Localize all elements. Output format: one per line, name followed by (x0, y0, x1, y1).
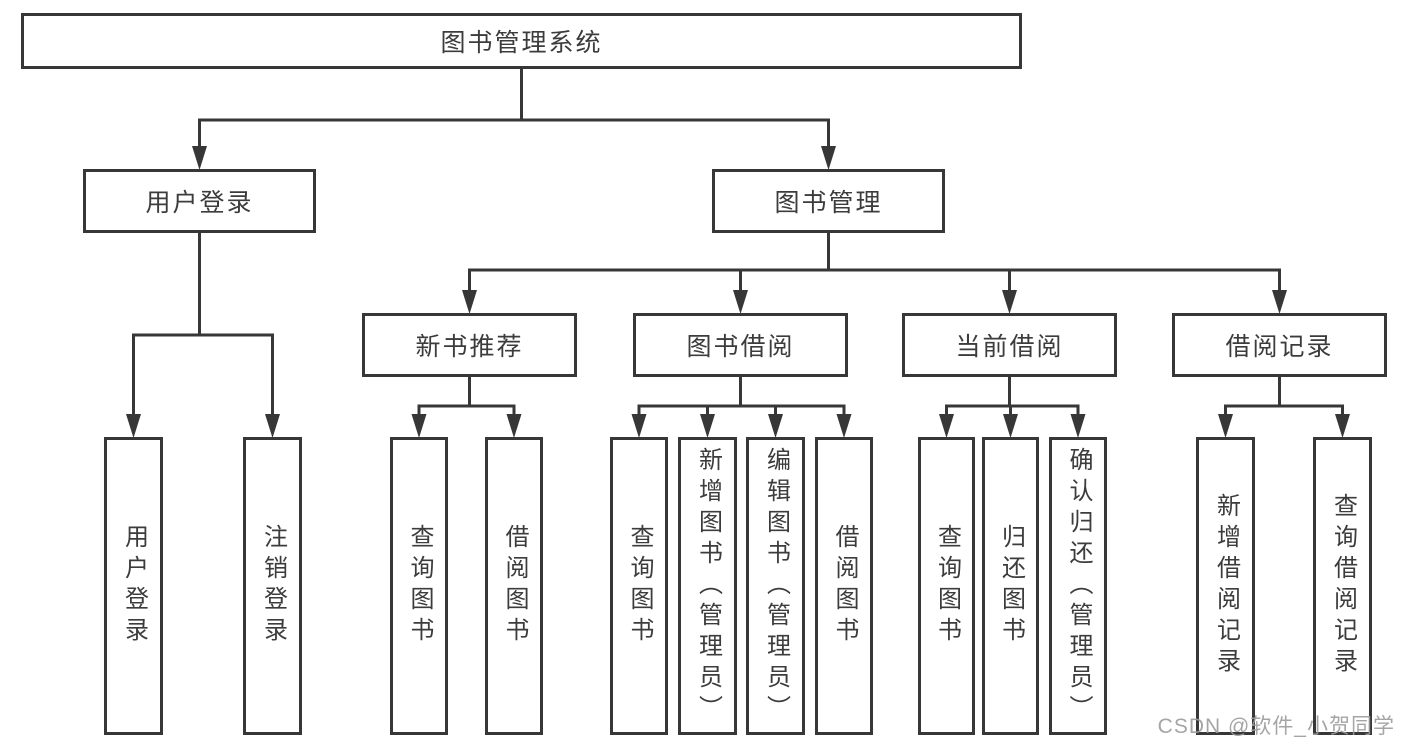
node-book-mgmt: 图书管理 (712, 169, 945, 233)
node-user-login: 用户登录 (83, 169, 316, 233)
arrowhead-down (506, 414, 522, 438)
node-label: 确认归还（管理员） (1065, 446, 1092, 726)
arrowhead-down (1070, 414, 1086, 438)
arrowhead-down (1272, 290, 1287, 314)
node-label: 查询图书 (933, 524, 961, 648)
node-label: 编辑图书（管理员） (762, 446, 790, 726)
node-label: 当前借阅 (955, 333, 1064, 361)
node-leaf-logout: 注销登录 (243, 437, 302, 735)
node-leaf-cb-return: 归还图书 (982, 437, 1039, 735)
node-label: 图书借阅 (686, 333, 795, 361)
node-label: 用户登录 (120, 524, 148, 648)
node-label: 用户登录 (145, 189, 254, 217)
arrowhead-down (700, 414, 715, 438)
node-label: 查询借阅记录 (1329, 493, 1357, 679)
node-leaf-nb-borrow: 借阅图书 (485, 437, 543, 735)
node-leaf-bb-borrow: 借阅图书 (815, 437, 873, 735)
node-label: 借阅图书 (831, 524, 858, 648)
node-new-book-rec: 新书推荐 (362, 313, 577, 377)
node-leaf-cb-query: 查询图书 (918, 437, 975, 735)
node-borrow-records: 借阅记录 (1172, 313, 1387, 377)
node-label: 借阅记录 (1225, 333, 1334, 361)
node-label: 借阅图书 (501, 524, 528, 648)
node-label: 查询图书 (626, 524, 653, 648)
node-label: 新增图书（管理员） (694, 446, 722, 726)
node-book-borrow: 图书借阅 (633, 313, 848, 377)
node-leaf-br-query: 查询借阅记录 (1313, 437, 1372, 735)
node-label: 新增借阅记录 (1212, 493, 1240, 679)
arrowhead-down (1218, 414, 1233, 438)
arrowhead-down (821, 146, 836, 170)
node-leaf-nb-query: 查询图书 (390, 437, 448, 735)
node-label: 图书管理 (774, 189, 883, 217)
node-leaf-bb-edit: 编辑图书（管理员） (746, 437, 805, 735)
arrowhead-down (768, 414, 783, 438)
node-label: 注销登录 (259, 524, 287, 648)
arrowhead-down (939, 414, 954, 438)
node-label: 查询图书 (406, 524, 433, 648)
arrowhead-down (1003, 414, 1018, 438)
arrowhead-down (265, 414, 280, 438)
arrowhead-down (836, 414, 852, 438)
node-label: 图书管理系统 (440, 29, 603, 57)
node-leaf-br-add: 新增借阅记录 (1196, 437, 1255, 735)
node-leaf-cb-confirm: 确认归还（管理员） (1049, 437, 1107, 735)
watermark: CSDN @软件_小贺同学 (1157, 715, 1395, 738)
node-label: 新书推荐 (415, 333, 524, 361)
node-label: 归还图书 (997, 524, 1025, 648)
arrowhead-down (1335, 414, 1350, 438)
arrowhead-down (631, 414, 647, 438)
node-current-borrow: 当前借阅 (902, 313, 1117, 377)
node-leaf-bb-add: 新增图书（管理员） (678, 437, 737, 735)
arrowhead-down (1002, 290, 1017, 314)
arrowhead-down (192, 146, 207, 170)
arrowhead-down (411, 414, 427, 438)
arrowhead-down (126, 414, 141, 438)
node-leaf-bb-query: 查询图书 (610, 437, 668, 735)
arrowhead-down (462, 290, 477, 314)
node-leaf-user-login: 用户登录 (104, 437, 163, 735)
node-root: 图书管理系统 (21, 13, 1022, 69)
arrowhead-down (733, 290, 748, 314)
